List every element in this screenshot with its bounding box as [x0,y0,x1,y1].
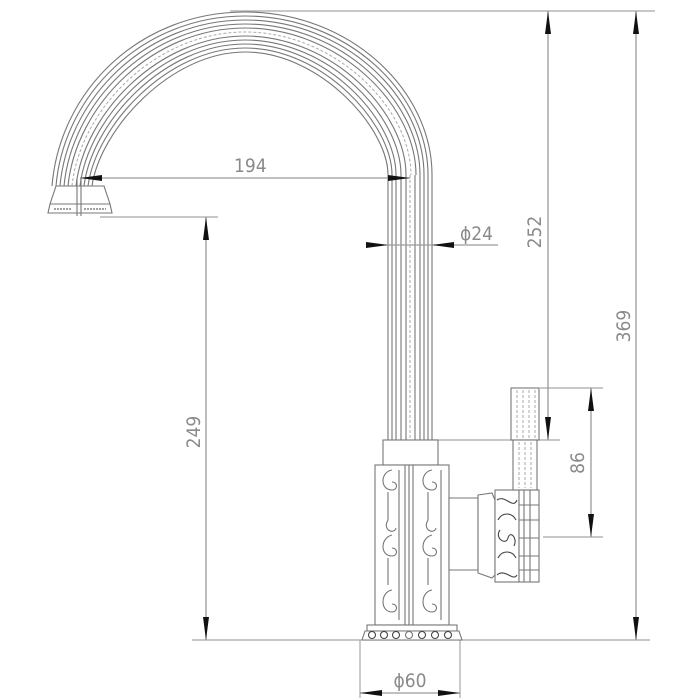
faucet [47,11,540,641]
dim-top-to-handle: 252 [524,11,551,440]
pipe-diameter-label: ϕ24 [460,223,493,245]
handle-lever [510,387,540,491]
handle-cartridge [494,489,540,583]
dim-spout-clearance: 249 [183,217,209,640]
extension-lines [100,10,655,698]
base-diameter-label: ϕ60 [393,670,426,692]
dim-pipe-diameter: ϕ24 [366,223,498,248]
dim-handle-height: 86 [567,388,594,537]
aerator [47,178,113,216]
top-to-handle-label: 252 [524,216,546,249]
riser-pipe [387,175,433,440]
dim-total-height: 369 [613,11,639,640]
spout-reach-label: 194 [234,155,267,177]
base-ring [361,624,463,641]
total-height-label: 369 [613,310,635,343]
handle-outlet [448,492,496,579]
ornate-body [374,464,450,626]
spout-clearance-label: 249 [183,416,205,449]
collar [382,439,439,466]
spout-arc [51,11,433,187]
dim-base-diameter: ϕ60 [360,670,460,696]
handle-height-label: 86 [567,452,589,474]
dim-spout-reach: 194 [80,155,410,181]
